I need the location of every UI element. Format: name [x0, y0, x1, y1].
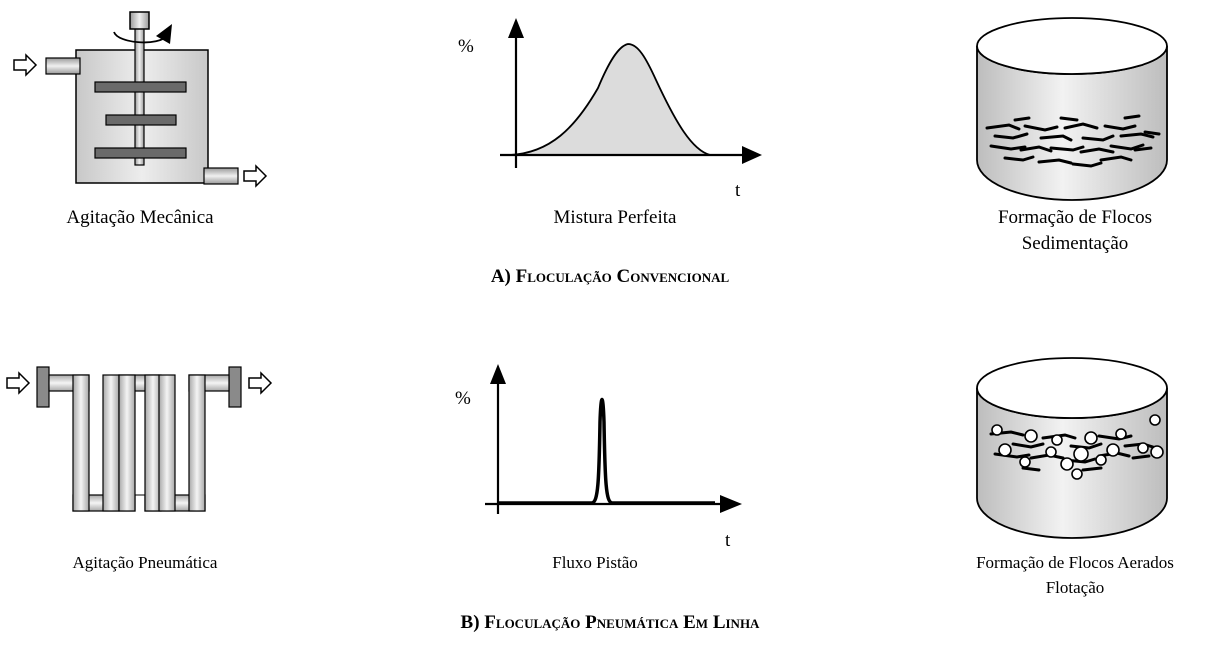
tank-top [976, 17, 1168, 75]
inlet-arrow-icon [13, 53, 38, 77]
graph-a-x-label: t [735, 180, 741, 201]
perfect-mixing-distribution-graph [500, 18, 762, 168]
pipe-segment [188, 374, 206, 512]
outlet-arrow-icon [248, 371, 273, 395]
graph-a-y-label: % [458, 36, 474, 57]
section-a-heading: A) Floculação Convencional [400, 266, 820, 288]
pipe-segment [102, 374, 120, 512]
inlet-flange [36, 366, 50, 408]
serpentine-pipe-reactor-icon [6, 366, 273, 512]
mixer-shaft [134, 27, 145, 166]
pipe-edge [88, 391, 104, 496]
pipe-edge [134, 391, 146, 496]
section-a-prefix: A) [490, 266, 516, 287]
mixer-motor [129, 11, 150, 30]
floc-formation-caption-line1: Formação de Flocos [997, 207, 1153, 228]
outlet-arrow-icon [243, 164, 268, 188]
paddle [105, 114, 177, 126]
plug-flow-distribution-graph [485, 364, 742, 514]
perfect-mixing-caption: Mistura Perfeita [553, 207, 677, 228]
air-bubbles [991, 414, 1164, 480]
mechanical-mixer-tank-icon [13, 11, 268, 188]
flotation-caption: Flotação [1045, 578, 1105, 597]
plug-flow-spike [498, 397, 715, 505]
inlet-pipe [45, 57, 81, 75]
settled-flocs [985, 114, 1161, 168]
outlet-flange [228, 366, 242, 408]
graph-b-y-label: % [455, 388, 471, 409]
tank-top [976, 357, 1168, 419]
section-b-heading: B) Floculação Pneumática Em Linha [330, 612, 890, 634]
y-axis-arrowhead-icon [490, 364, 506, 384]
x-axis-arrowhead-icon [720, 495, 742, 513]
pneumatic-agitation-caption: Agitação Pneumática [72, 553, 218, 572]
bell-curve [509, 43, 711, 156]
section-b-title: Floculação Pneumática Em Linha [484, 612, 760, 633]
inlet-arrow-icon [6, 371, 31, 395]
sedimentation-caption: Sedimentação [1021, 233, 1129, 254]
flotation-tank-icon [976, 357, 1168, 539]
section-a-title: Floculação Convencional [515, 266, 730, 287]
x-axis-arrowhead-icon [742, 146, 762, 164]
paddle [94, 81, 187, 93]
outlet-pipe [203, 167, 239, 185]
pipe-edge [174, 391, 190, 496]
pipe-segment [158, 374, 176, 512]
paddle [94, 147, 187, 159]
rotation-arrowhead-icon [156, 24, 172, 44]
plug-flow-caption: Fluxo Pistão [552, 553, 638, 572]
pipe-segment [72, 374, 90, 512]
aerated-floc-formation-caption-line1: Formação de Flocos Aerados [976, 553, 1174, 572]
mechanical-agitation-caption: Agitação Mecânica [66, 207, 214, 228]
y-axis-arrowhead-icon [508, 18, 524, 38]
pipe-segment [118, 374, 136, 512]
graph-b-x-label: t [725, 530, 731, 551]
sedimentation-tank-icon [976, 17, 1168, 201]
section-b-prefix: B) [460, 612, 485, 633]
